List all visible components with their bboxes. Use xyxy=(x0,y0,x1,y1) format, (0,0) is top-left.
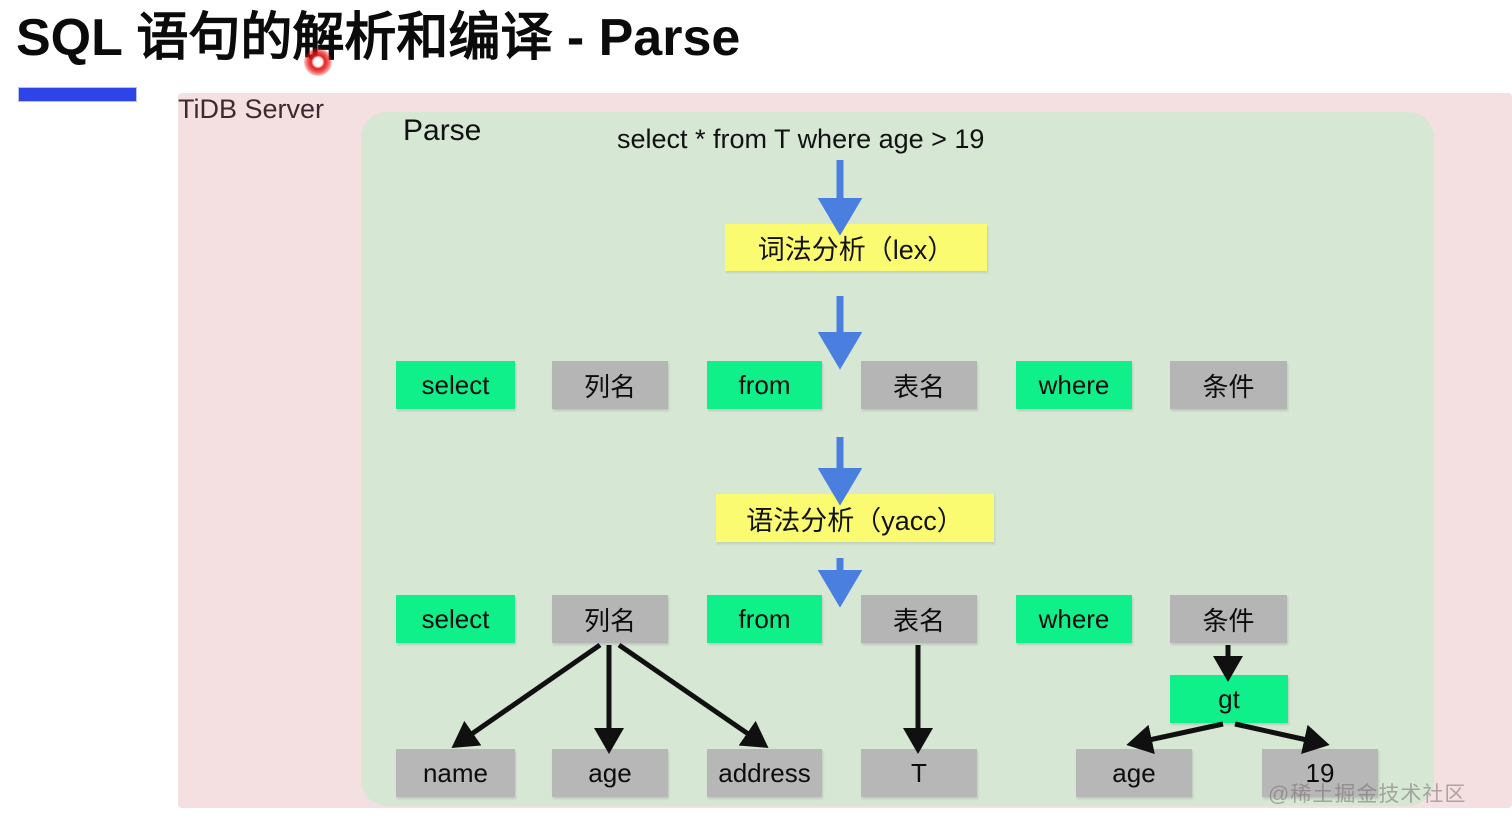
lex-token-select: select xyxy=(396,361,515,409)
leaf-node-age: age xyxy=(552,749,668,797)
stage-box-lex: 词法分析（lex） xyxy=(725,224,987,271)
operator-node-gt: gt xyxy=(1170,675,1288,723)
yacc-token-where: where xyxy=(1016,595,1132,643)
title-accent-rule xyxy=(18,87,137,102)
sql-statement: select * from T where age > 19 xyxy=(617,124,985,154)
lex-token-where: where xyxy=(1016,361,1132,409)
tidb-server-label: TiDB Server xyxy=(178,94,325,124)
yacc-token-select: select xyxy=(396,595,515,643)
lex-token-columns: 列名 xyxy=(552,361,668,409)
lex-token-from: from xyxy=(707,361,822,409)
lex-token-condition: 条件 xyxy=(1170,361,1287,409)
yacc-token-condition: 条件 xyxy=(1170,595,1287,643)
leaf-node-address: address xyxy=(707,749,822,797)
page-title: SQL 语句的解析和编译 - Parse xyxy=(16,9,741,67)
leaf-node-name: name xyxy=(396,749,515,797)
leaf-node-gt-19: 19 xyxy=(1262,749,1378,797)
watermark: @稀土掘金技术社区 xyxy=(1268,783,1467,806)
parse-panel-label: Parse xyxy=(403,114,482,147)
lex-token-table: 表名 xyxy=(861,361,977,409)
yacc-token-table: 表名 xyxy=(861,595,977,643)
stage-box-yacc: 语法分析（yacc） xyxy=(716,494,994,542)
leaf-node-table-t: T xyxy=(861,749,977,797)
yacc-token-columns: 列名 xyxy=(552,595,668,643)
leaf-node-gt-age: age xyxy=(1076,749,1192,797)
yacc-token-from: from xyxy=(707,595,822,643)
